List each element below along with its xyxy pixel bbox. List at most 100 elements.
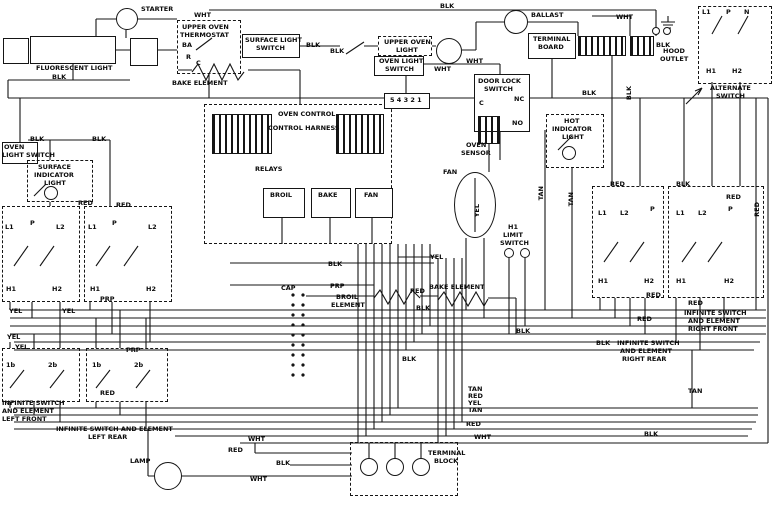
diagram-label: P <box>30 219 35 227</box>
diagram-label: UPPER OVEN <box>384 38 431 46</box>
diagram-label: RIGHT REAR <box>622 355 667 363</box>
diagram-label: L2 <box>698 209 707 217</box>
diagram-label: FLUORESCENT LIGHT <box>36 64 113 72</box>
infinite-switch-left-a-box <box>2 206 80 302</box>
surface-light-switch-box <box>242 34 300 58</box>
diagram-label: YEL <box>62 307 76 315</box>
diagram-label: WHT <box>194 11 212 19</box>
diagram-label: 1b <box>92 361 102 369</box>
diagram-label: H2 <box>146 285 156 293</box>
diagram-label: LAMP <box>130 457 151 465</box>
diagram-label: PRP <box>330 282 345 290</box>
oven-sensor-body-box <box>478 116 500 144</box>
diagram-label: RED <box>610 180 625 188</box>
upper-oven-light-box <box>378 36 432 56</box>
diagram-label: H2 <box>52 285 62 293</box>
diagram-label: TAN <box>567 192 575 207</box>
diagram-label: SWITCH <box>484 85 513 93</box>
diagram-label: CONTROL HARNESS <box>268 124 340 132</box>
diagram-label: N <box>744 8 750 16</box>
diagram-label: P <box>726 8 731 16</box>
diagram-label: YEL <box>9 307 23 315</box>
diagram-label: 5 4 3 2 1 <box>390 96 422 104</box>
diagram-label: SWITCH <box>500 239 529 247</box>
diagram-label: BLK <box>644 430 659 438</box>
diagram-label: WHT <box>250 475 268 483</box>
starter-connector-box <box>130 38 158 66</box>
diagram-label: BAKE ELEMENT <box>172 79 228 87</box>
diagram-label: 1b <box>6 361 16 369</box>
terminal-2-symbol <box>386 458 404 476</box>
hot-indicator-lamp-symbol <box>562 146 576 160</box>
diagram-label: BA <box>182 41 192 49</box>
capacitor-pins-box <box>286 288 306 382</box>
diagram-label: L1 <box>676 209 685 217</box>
hot-indicator-light-box <box>546 114 604 168</box>
diagram-label: TAN <box>468 406 483 414</box>
terminal-3-symbol <box>412 458 430 476</box>
diagram-label: L2 <box>620 209 629 217</box>
diagram-label: WHT <box>248 435 266 443</box>
upper-oven-lamp-symbol <box>436 38 462 64</box>
infinite-switch-right-b-box <box>668 186 764 298</box>
diagram-label: H1 <box>676 277 686 285</box>
diagram-label: L2 <box>148 223 157 231</box>
wires-right <box>465 98 725 408</box>
diagram-label: H1 <box>508 223 518 231</box>
diagram-label: INFINITE SWITCH <box>617 339 680 347</box>
diagram-label: OVEN LIGHT <box>379 57 424 65</box>
diagram-label: RED <box>100 389 115 397</box>
diagram-label: BLK <box>276 459 291 467</box>
diagram-label: FAN <box>364 191 379 199</box>
diagram-label: WHT <box>616 13 634 21</box>
diagram-label: P <box>650 205 655 213</box>
diagram-label: TERMINAL <box>428 449 466 457</box>
limit-switch-pin-a-symbol <box>504 248 514 258</box>
infinite-switch-bottom-b-box <box>86 348 168 402</box>
diagram-label: INFINITE SWITCH AND ELEMENT <box>56 425 173 433</box>
diagram-label: BLK <box>328 260 343 268</box>
hood-connector-box <box>630 36 654 56</box>
fan-motor-symbol <box>454 172 496 238</box>
upper-oven-thermostat-box <box>177 20 241 74</box>
harness-connector-b-box <box>336 114 384 154</box>
diagram-label: CAP <box>281 284 296 292</box>
diagram-label: BLK <box>676 180 691 188</box>
diagram-label: L2 <box>56 223 65 231</box>
diagram-label: BLK <box>440 2 455 10</box>
wires-left <box>9 98 352 477</box>
diagram-label: BAKE ELEMENT <box>429 283 485 291</box>
diagram-label: BLK <box>416 304 431 312</box>
diagram-label: L1 <box>702 8 711 16</box>
diagram-label: RIGHT FRONT <box>688 325 738 333</box>
diagram-label: TERMINAL <box>533 35 571 43</box>
diagram-label: LIGHT <box>562 133 584 141</box>
diagram-label: WHT <box>434 65 452 73</box>
diagram-label: UPPER OVEN <box>182 23 229 31</box>
infinite-switch-left-b-box <box>84 206 172 302</box>
diagram-label: H1 <box>90 285 100 293</box>
terminal-block-box <box>350 442 458 496</box>
diagram-label: SWITCH <box>716 92 745 100</box>
diagram-label: BLK <box>52 73 67 81</box>
oven-light-switch-left-box <box>2 142 38 164</box>
wires-center <box>230 218 517 458</box>
lamp-symbol <box>154 462 182 490</box>
diagram-label: BLK <box>30 135 45 143</box>
diagram-label: TAN <box>688 387 703 395</box>
diagram-label: BLK <box>306 41 321 49</box>
diagram-label: RELAYS <box>255 165 283 173</box>
diagram-label: BLK <box>596 339 611 347</box>
diagram-label: SURFACE <box>38 163 71 171</box>
diagram-label: INFINITE SWITCH <box>684 309 747 317</box>
diagram-label: BLK <box>330 47 345 55</box>
bake-relay-box <box>311 188 351 218</box>
diagram-label: FAN <box>443 168 458 176</box>
diagram-label: SENSOR <box>461 149 491 157</box>
hood-outlet-pin-b-symbol <box>663 27 671 35</box>
alternate-switch-box <box>698 6 772 84</box>
diagram-label: DOOR LOCK <box>478 77 521 85</box>
limit-switch-pin-b-symbol <box>520 248 530 258</box>
diagram-label: H2 <box>644 277 654 285</box>
